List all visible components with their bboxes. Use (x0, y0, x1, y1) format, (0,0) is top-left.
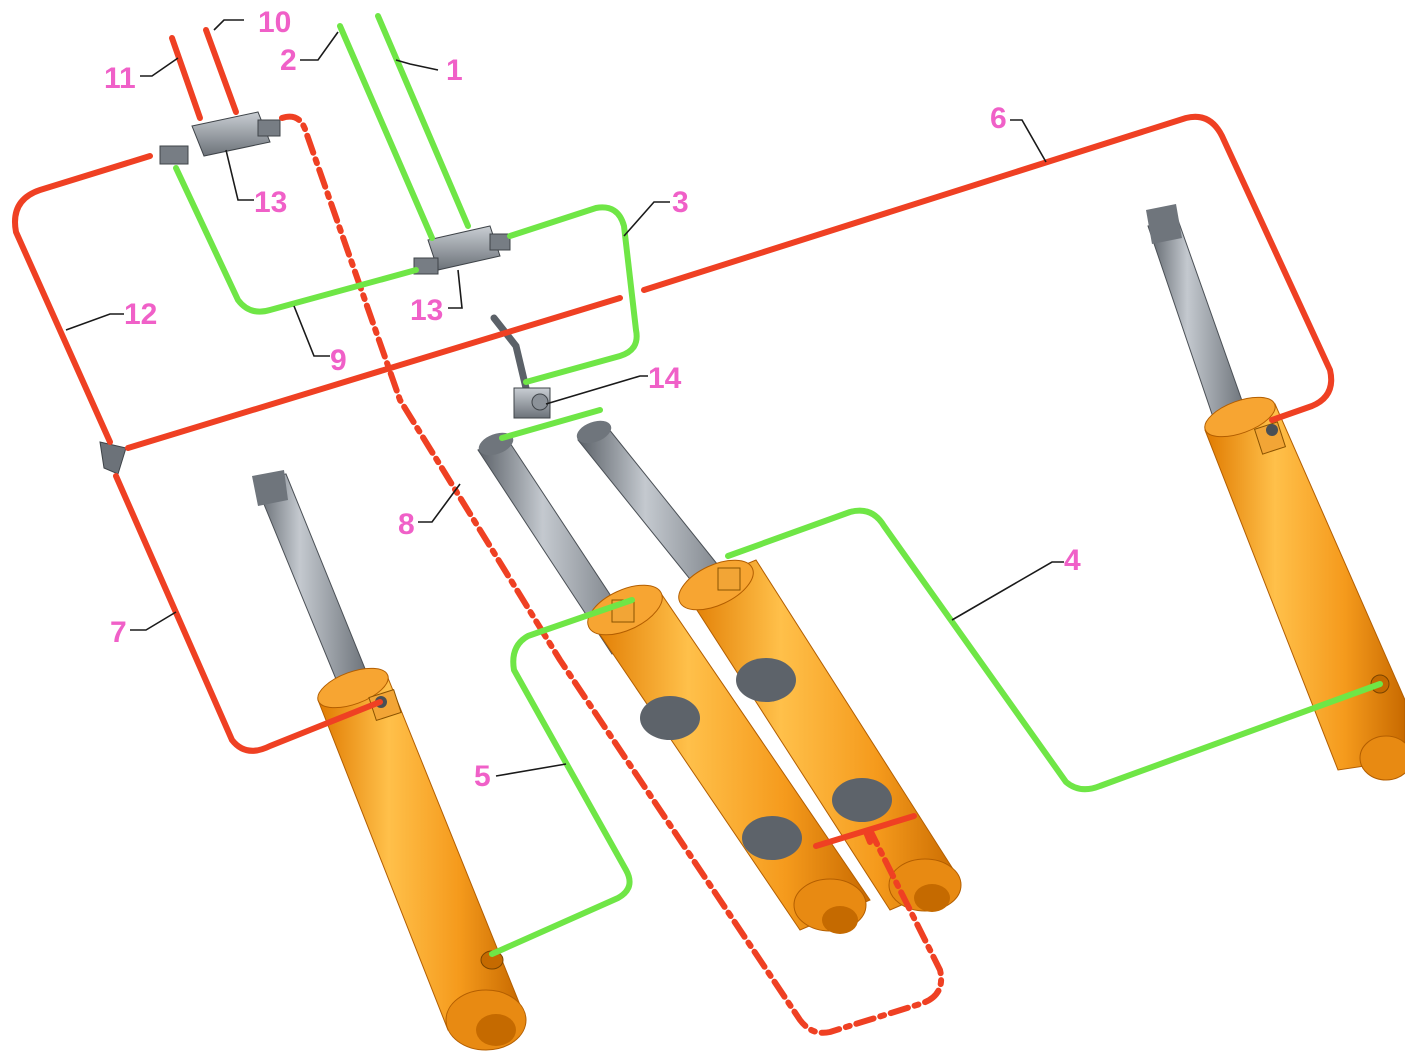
valve-lever (490, 314, 551, 419)
label-8: 8 (398, 508, 415, 541)
line-4 (725, 507, 1383, 793)
label-2: 2 (280, 44, 297, 77)
line-2 (337, 23, 435, 241)
line-12 (12, 153, 153, 445)
label-12: 12 (124, 298, 157, 331)
label-10: 10 (258, 6, 291, 39)
line-9 (173, 165, 419, 315)
line-1 (375, 13, 471, 229)
pressure-lines (12, 27, 1335, 849)
label-5: 5 (474, 760, 491, 793)
leader-lines (65, 19, 1064, 777)
part-labels: 1 2 3 4 5 6 7 8 9 10 11 12 13 13 14 (104, 6, 1081, 793)
line-3 (507, 204, 640, 385)
left-cylinder (252, 470, 527, 1051)
label-14: 14 (648, 362, 682, 395)
line-10 (203, 27, 239, 115)
label-7: 7 (110, 616, 127, 649)
label-1: 1 (446, 54, 463, 87)
line-6 (125, 113, 1335, 451)
tee-fitting (99, 441, 127, 475)
valve-upper (159, 111, 281, 165)
label-11: 11 (104, 62, 136, 95)
return-lines (173, 13, 1383, 957)
label-9: 9 (330, 344, 347, 377)
line-8 (279, 113, 944, 1036)
line-11 (169, 35, 203, 121)
right-cylinder (1146, 204, 1405, 781)
line-7 (113, 473, 383, 754)
line-crossover (813, 813, 917, 849)
valve-middle (413, 225, 511, 275)
line-14-bridge (499, 407, 603, 441)
label-6: 6 (990, 102, 1007, 135)
label-13-lower: 13 (410, 294, 443, 327)
line-5 (489, 597, 635, 957)
label-4: 4 (1064, 544, 1081, 577)
label-3: 3 (672, 186, 689, 219)
label-13-upper: 13 (254, 186, 287, 219)
middle-cylinder-a (477, 432, 871, 934)
